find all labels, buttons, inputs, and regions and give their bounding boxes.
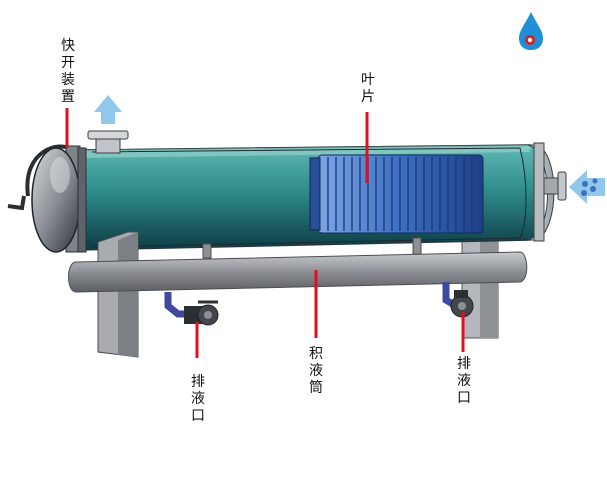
front-support xyxy=(97,231,139,358)
left-drain-valve xyxy=(164,292,219,326)
label-drain-right: 排液口 xyxy=(457,356,471,406)
quick-open-device xyxy=(7,144,87,253)
water-drop-logo-icon xyxy=(519,12,543,50)
label-leaves: 叶片 xyxy=(361,72,375,105)
up-arrow-icon xyxy=(94,95,122,124)
label-drain-left: 排液口 xyxy=(191,374,205,424)
filter-leaves xyxy=(309,154,484,234)
left-arrow-icon xyxy=(569,170,605,204)
callout-lines xyxy=(65,108,465,358)
collector-pipe xyxy=(68,251,528,293)
right-drain-valve xyxy=(442,282,474,318)
label-quick-open: 快开装置 xyxy=(61,38,75,105)
right-head xyxy=(527,142,567,242)
label-collector: 积液筒 xyxy=(309,346,323,396)
outlet-nozzle xyxy=(87,130,129,154)
